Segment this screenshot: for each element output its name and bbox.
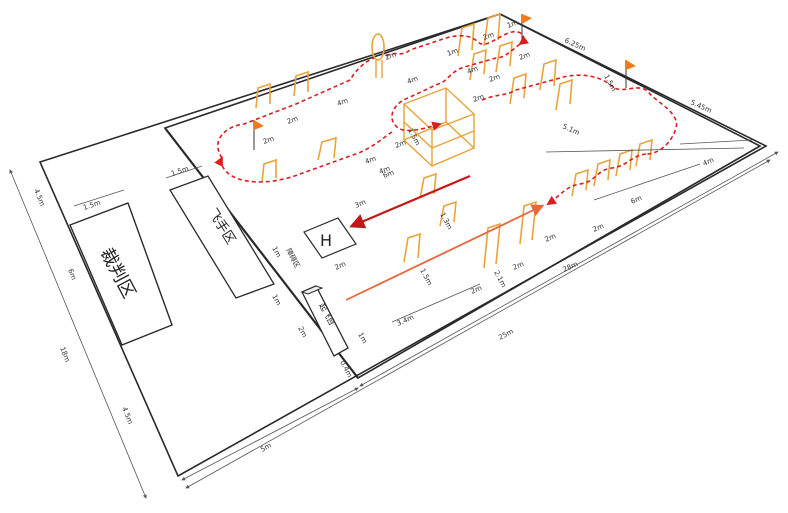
dim-pilot-1: 1m xyxy=(270,245,282,259)
dim-1-5b: 1.5m xyxy=(602,73,618,93)
dim-2k: 2m xyxy=(544,232,558,244)
dim-3m: 3m xyxy=(354,198,368,210)
dim-4f: 4m xyxy=(466,64,479,75)
ring-gate xyxy=(371,33,385,61)
dim-left-6: 6m xyxy=(66,268,78,282)
dim-takeoff-1: 1m xyxy=(270,293,282,307)
dim-4d: 4m xyxy=(364,154,377,165)
dim-2b: 2m xyxy=(512,260,526,272)
dim-left-4-5-top: 4.5m xyxy=(32,188,46,208)
dim-6b: 6m xyxy=(382,168,395,179)
dim-6a: 6m xyxy=(630,194,644,206)
dim-bottom-5m: 5m xyxy=(259,441,273,453)
dim-3-4: 3.4m xyxy=(396,313,416,328)
helipad-letter: H xyxy=(320,231,332,250)
dim-2c: 2m xyxy=(334,260,348,272)
dim-2f: 2m xyxy=(394,138,407,149)
dim-1a: 1m xyxy=(446,46,459,57)
dim-2-1: 2.1m xyxy=(492,269,508,289)
dim-2i: 2m xyxy=(482,30,495,41)
dim-pilot-1-5: 1.5m xyxy=(170,165,190,178)
dim-2h: 2m xyxy=(472,92,485,103)
flight-zone-outline xyxy=(163,13,762,380)
dim-2a: 2m xyxy=(470,284,484,296)
dim-4e: 4m xyxy=(378,164,391,175)
return-arrow xyxy=(349,174,471,229)
dim-takeoff-2: 2m xyxy=(296,325,308,339)
dim-takeoff-0-4: 0.4m xyxy=(338,359,354,379)
dim-2d: 2m xyxy=(286,114,299,125)
dim-4a: 4m xyxy=(702,156,716,168)
dim-2g: 2m xyxy=(488,72,501,83)
dim-4c: 4m xyxy=(406,74,419,85)
dim-2j: 2m xyxy=(518,50,531,61)
dimension-lines xyxy=(9,139,779,499)
dim-1b: 1m xyxy=(506,18,519,29)
dim-2l: 2m xyxy=(592,222,606,234)
dim-judge-1-5: 1.5m xyxy=(82,199,102,212)
takeoff-platform xyxy=(301,285,349,357)
dim-left-4-5-bot: 4.5m xyxy=(120,406,134,426)
dim-2e: 2m xyxy=(262,134,275,145)
field-outline xyxy=(38,13,768,478)
dim-5-1: 5.1m xyxy=(561,123,581,138)
dim-takeoff-side: 1m xyxy=(356,331,368,345)
dim-2m: 2m xyxy=(384,50,397,61)
dim-4b: 4m xyxy=(336,96,349,107)
dim-1-5a: 1.5m xyxy=(418,267,434,287)
dim-outer-wid: 18m xyxy=(58,346,71,364)
obstacle-zone-label: 障碍区 xyxy=(284,247,302,270)
dim-outer-len: 25m xyxy=(497,327,515,342)
cube-obstacle xyxy=(402,87,476,167)
